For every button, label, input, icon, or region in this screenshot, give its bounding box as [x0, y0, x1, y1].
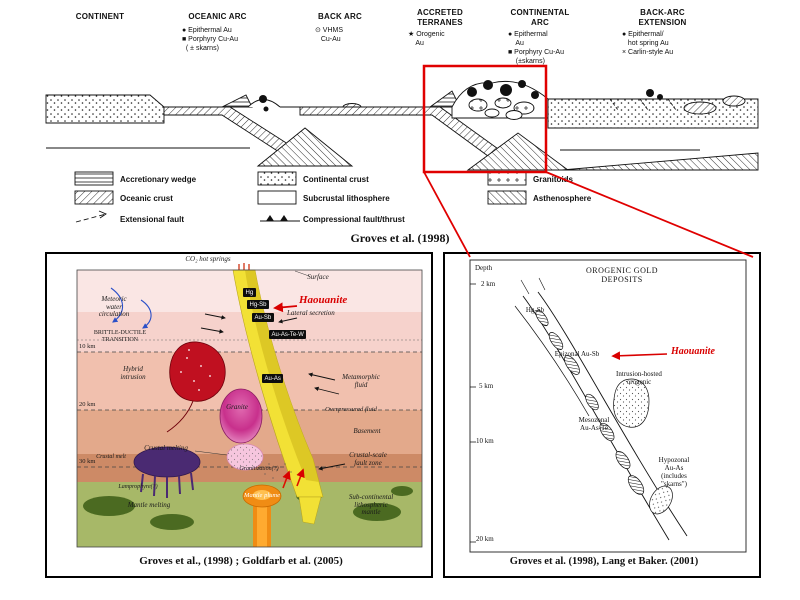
depth-tick-20km: 20 km — [476, 535, 494, 543]
column-items-accreted-terranes: ★ Orogenic Au — [408, 31, 445, 48]
legend-symbol-compressional-fault — [260, 215, 300, 222]
depth-tick-10km: 10 km — [476, 437, 494, 445]
label-overpressured-fluid: Overpressured fluid — [325, 406, 377, 413]
haouanite-annotation-left: Haouanite — [299, 294, 348, 306]
label-lamprophyre: Lamprophyre(?) — [118, 484, 158, 490]
label-metamorphic-fluid: Metamorphic fluid — [342, 373, 380, 389]
label-hybrid-intrusion: Hybrid intrusion — [120, 365, 146, 381]
label-brittle-ductile-transition: BRITTLE-DUCTILE TRANSITION — [93, 330, 147, 343]
accreted-terranes-mass — [451, 80, 549, 120]
label-granitization: Granitization(?) — [239, 466, 279, 472]
deposit-box-au-as: Au-As — [262, 374, 284, 383]
label-hypozonal: Hypozonal Au-As (includes "skarns") — [658, 456, 690, 489]
legend-label-subcrustal-lithosphere: Subcrustal lithosphere — [303, 194, 390, 203]
granite-pluton — [219, 388, 263, 444]
label-crustal-melting: Crustal melting — [144, 444, 188, 452]
deposit-box-au-sb: Au-Sb — [252, 313, 274, 322]
mantle-melt-blobs — [83, 486, 413, 530]
continental-crust-right — [547, 89, 759, 129]
label-granite: Granite — [226, 403, 248, 411]
crustal-melt-body — [133, 446, 201, 498]
label-crustal-scale-fault-zone: Crustal-scale fault zone — [349, 451, 387, 467]
right-panel-caption: Groves et al. (1998), Lang et Baker. (20… — [509, 556, 699, 567]
deposit-box-au-as-te-w: Au-As-Te-W — [269, 330, 307, 339]
label-epizonal: Epizonal Au-Sb — [554, 350, 600, 358]
column-title-accreted-terranes: ACCRETED TERRANES — [416, 8, 464, 27]
label-basement: Basement — [353, 427, 381, 435]
legend-swatch-oceanic-crust — [74, 190, 114, 205]
label-co2-hot-springs: CO₂ hot springs — [185, 255, 231, 263]
granitization-stipple — [258, 463, 292, 479]
continent-block — [45, 94, 165, 124]
label-mesozonal: Mesozonal Au-As-Te — [578, 416, 610, 433]
depth-tick-marks — [470, 283, 476, 543]
legend-label-continental-crust: Continental crust — [303, 175, 369, 184]
model-frame — [76, 269, 423, 548]
label-surface: Surface — [307, 273, 329, 281]
right-panel-title: OROGENIC GOLD DEPOSITS — [585, 266, 659, 285]
legend-swatch-subcrustal-lithosphere — [257, 190, 297, 205]
crustal-melting-blob — [226, 443, 264, 471]
depth-tick-2km: 2 km — [481, 280, 496, 288]
depth-label-10km: 10 km — [79, 343, 96, 350]
mantle-fluid-arrows — [282, 468, 305, 489]
hybrid-intrusion-body — [166, 341, 226, 433]
haouanite-arrow-right-panel — [611, 351, 668, 361]
legend-swatch-asthenosphere — [487, 190, 527, 205]
label-mantle-melting: Mantle melting — [127, 501, 171, 509]
label-hg-sb: Hg-Sb — [525, 306, 545, 314]
oceanic-arc — [247, 95, 281, 112]
deposit-box-hg: Hg — [243, 288, 256, 297]
legend-label-granitoids: Granitoids — [533, 175, 574, 184]
label-crustal-melt: Crustal melt — [96, 454, 126, 460]
depth-axis-label: Depth — [475, 264, 493, 272]
column-title-continental-arc: CONTINENTAL ARC — [510, 8, 570, 27]
column-title-oceanic-arc: OCEANIC ARC — [188, 12, 247, 21]
orogenic-depth-graphic — [469, 259, 747, 553]
label-meteoric-water: Meteoric water circulation — [98, 295, 130, 319]
top-caption: Groves et al. (1998) — [350, 231, 450, 245]
legend-swatch-granitoids — [487, 171, 527, 186]
column-items-oceanic-arc: ● Epithermal Au ■ Porphyry Cu-Au ( ± ska… — [182, 27, 238, 53]
column-items-back-arc: ⊙ VHMS Cu-Au — [315, 27, 344, 44]
legend-label-extensional-fault: Extensional fault — [120, 215, 185, 224]
legend-label-compressional-fault: Compressional fault/thrust — [303, 215, 405, 224]
intrusion-blobs — [613, 378, 673, 515]
groves-crustal-model-panel: CO₂ hot springs Surface Meteoric water c… — [45, 252, 433, 578]
crustal-model-graphic — [76, 263, 423, 548]
asthenosphere-wedges — [256, 127, 759, 171]
column-title-continent: CONTINENT — [75, 12, 125, 21]
orogenic-depth-panel: Depth 2 km 5 km 10 km 20 km OROGENIC GOL… — [443, 252, 761, 578]
deposit-box-hg-sb: Hg-Sb — [247, 300, 270, 309]
column-title-back-arc: BACK ARC — [318, 12, 362, 21]
lithosphere-boundaries — [46, 122, 758, 151]
column-items-continental-arc: ● Epithermal Au ■ Porphyry Cu-Au (±skarn… — [508, 31, 564, 66]
subduction-cross-section-graphic — [45, 80, 759, 223]
legend-label-oceanic-crust: Oceanic crust — [120, 194, 173, 203]
haouanite-arrow-left-panel — [273, 302, 298, 313]
left-panel-caption: Groves et al., (1998) ; Goldfarb et al. … — [139, 555, 343, 567]
accretionary-wedge-1 — [221, 94, 253, 108]
fluid-arrows — [110, 270, 346, 471]
gold-deposit-lenses — [535, 309, 645, 495]
legend-swatches — [74, 171, 527, 223]
column-title-back-arc-extension: BACK-ARC EXTENSION — [638, 8, 687, 27]
mantle-plume-body — [242, 484, 282, 547]
haouanite-annotation-right: Haouanite — [671, 346, 715, 357]
legend-swatch-continental-crust — [257, 171, 297, 186]
legend-label-asthenosphere: Asthenosphere — [533, 194, 592, 203]
label-lateral-secretion: Lateral secretion — [287, 309, 335, 317]
depth-label-20km: 20 km — [79, 401, 96, 408]
legend-swatch-accretionary-wedge — [74, 171, 114, 186]
column-items-back-arc-extension: ● Epithermal/ hot spring Au × Carlin-sty… — [622, 31, 674, 57]
depth-tick-5km: 5 km — [479, 382, 494, 390]
label-mantle-plume: Mantle plume — [244, 492, 280, 499]
label-intrusion-hosted: Intrusion-hosted orogenic — [616, 370, 662, 387]
depth-label-30km: 30 km — [79, 458, 96, 465]
legend-symbol-extensional-fault — [75, 210, 107, 223]
legend-label-accretionary-wedge: Accretionary wedge — [120, 175, 197, 184]
label-subcontinental-mantle: Sub-continental lithospheric mantle — [348, 493, 394, 517]
